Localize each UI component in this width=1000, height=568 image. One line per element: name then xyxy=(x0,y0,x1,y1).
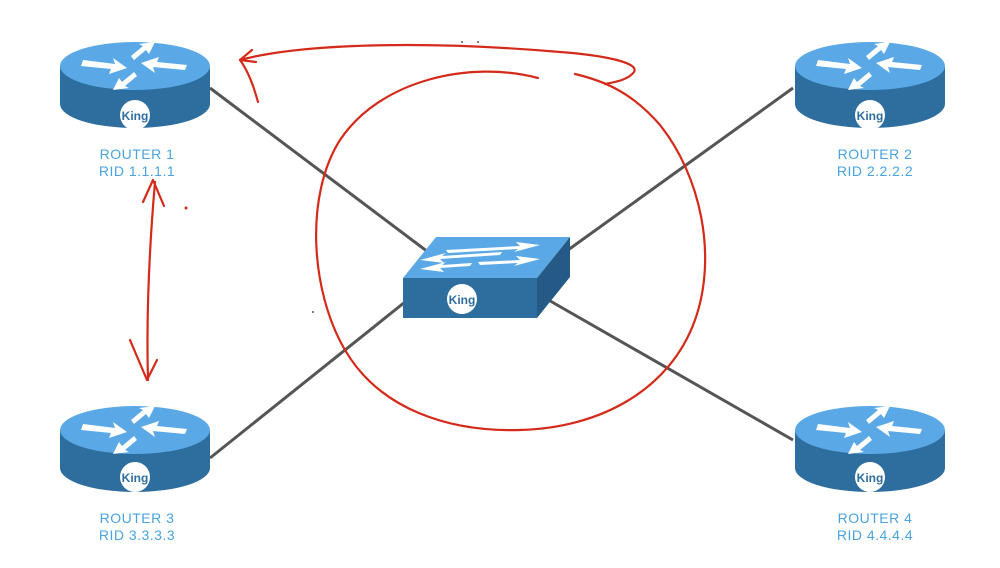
link-r1-switch xyxy=(209,86,429,254)
links xyxy=(209,86,794,460)
router-name: ROUTER 2 xyxy=(837,146,913,162)
router-3-label: ROUTER 3 RID 3.3.3.3 xyxy=(57,510,217,544)
router-badge: King xyxy=(857,109,884,123)
router-name: ROUTER 1 xyxy=(99,146,175,162)
switch-badge: King xyxy=(449,293,476,307)
router-1[interactable]: King xyxy=(60,42,210,130)
router-rid: RID 2.2.2.2 xyxy=(836,163,914,179)
annotation-vertical-arrowhead-top xyxy=(141,178,166,208)
router-3[interactable]: King xyxy=(60,406,210,492)
router-name: ROUTER 4 xyxy=(837,510,913,526)
router-badge: King xyxy=(122,471,149,485)
link-r3-switch xyxy=(209,296,411,460)
router-2-label: ROUTER 2 RID 2.2.2.2 xyxy=(795,146,955,180)
switch-icon xyxy=(403,237,570,318)
router-rid: RID 3.3.3.3 xyxy=(98,527,176,543)
router-4-label: ROUTER 4 RID 4.4.4.4 xyxy=(795,510,955,544)
annotation-top-arrowhead xyxy=(238,48,258,64)
router-rid: RID 1.1.1.1 xyxy=(98,163,176,179)
switch[interactable]: King xyxy=(403,237,570,318)
annotation-circle xyxy=(315,70,707,432)
router-badge: King xyxy=(122,109,149,123)
annotation-top-arrow xyxy=(238,43,636,104)
router-4[interactable]: King xyxy=(795,406,945,492)
router-2[interactable]: King xyxy=(795,42,945,130)
router-rid: RID 4.4.4.4 xyxy=(836,527,914,543)
router-badge: King xyxy=(857,471,884,485)
annotations xyxy=(128,41,707,432)
router-name: ROUTER 3 xyxy=(99,510,175,526)
link-r4-switch xyxy=(544,296,794,442)
link-r2-switch xyxy=(567,86,794,252)
router-1-label: ROUTER 1 RID 1.1.1.1 xyxy=(57,146,217,180)
annotation-vertical-arrow xyxy=(146,180,157,382)
annotation-vertical-arrowhead-bottom xyxy=(128,338,159,382)
